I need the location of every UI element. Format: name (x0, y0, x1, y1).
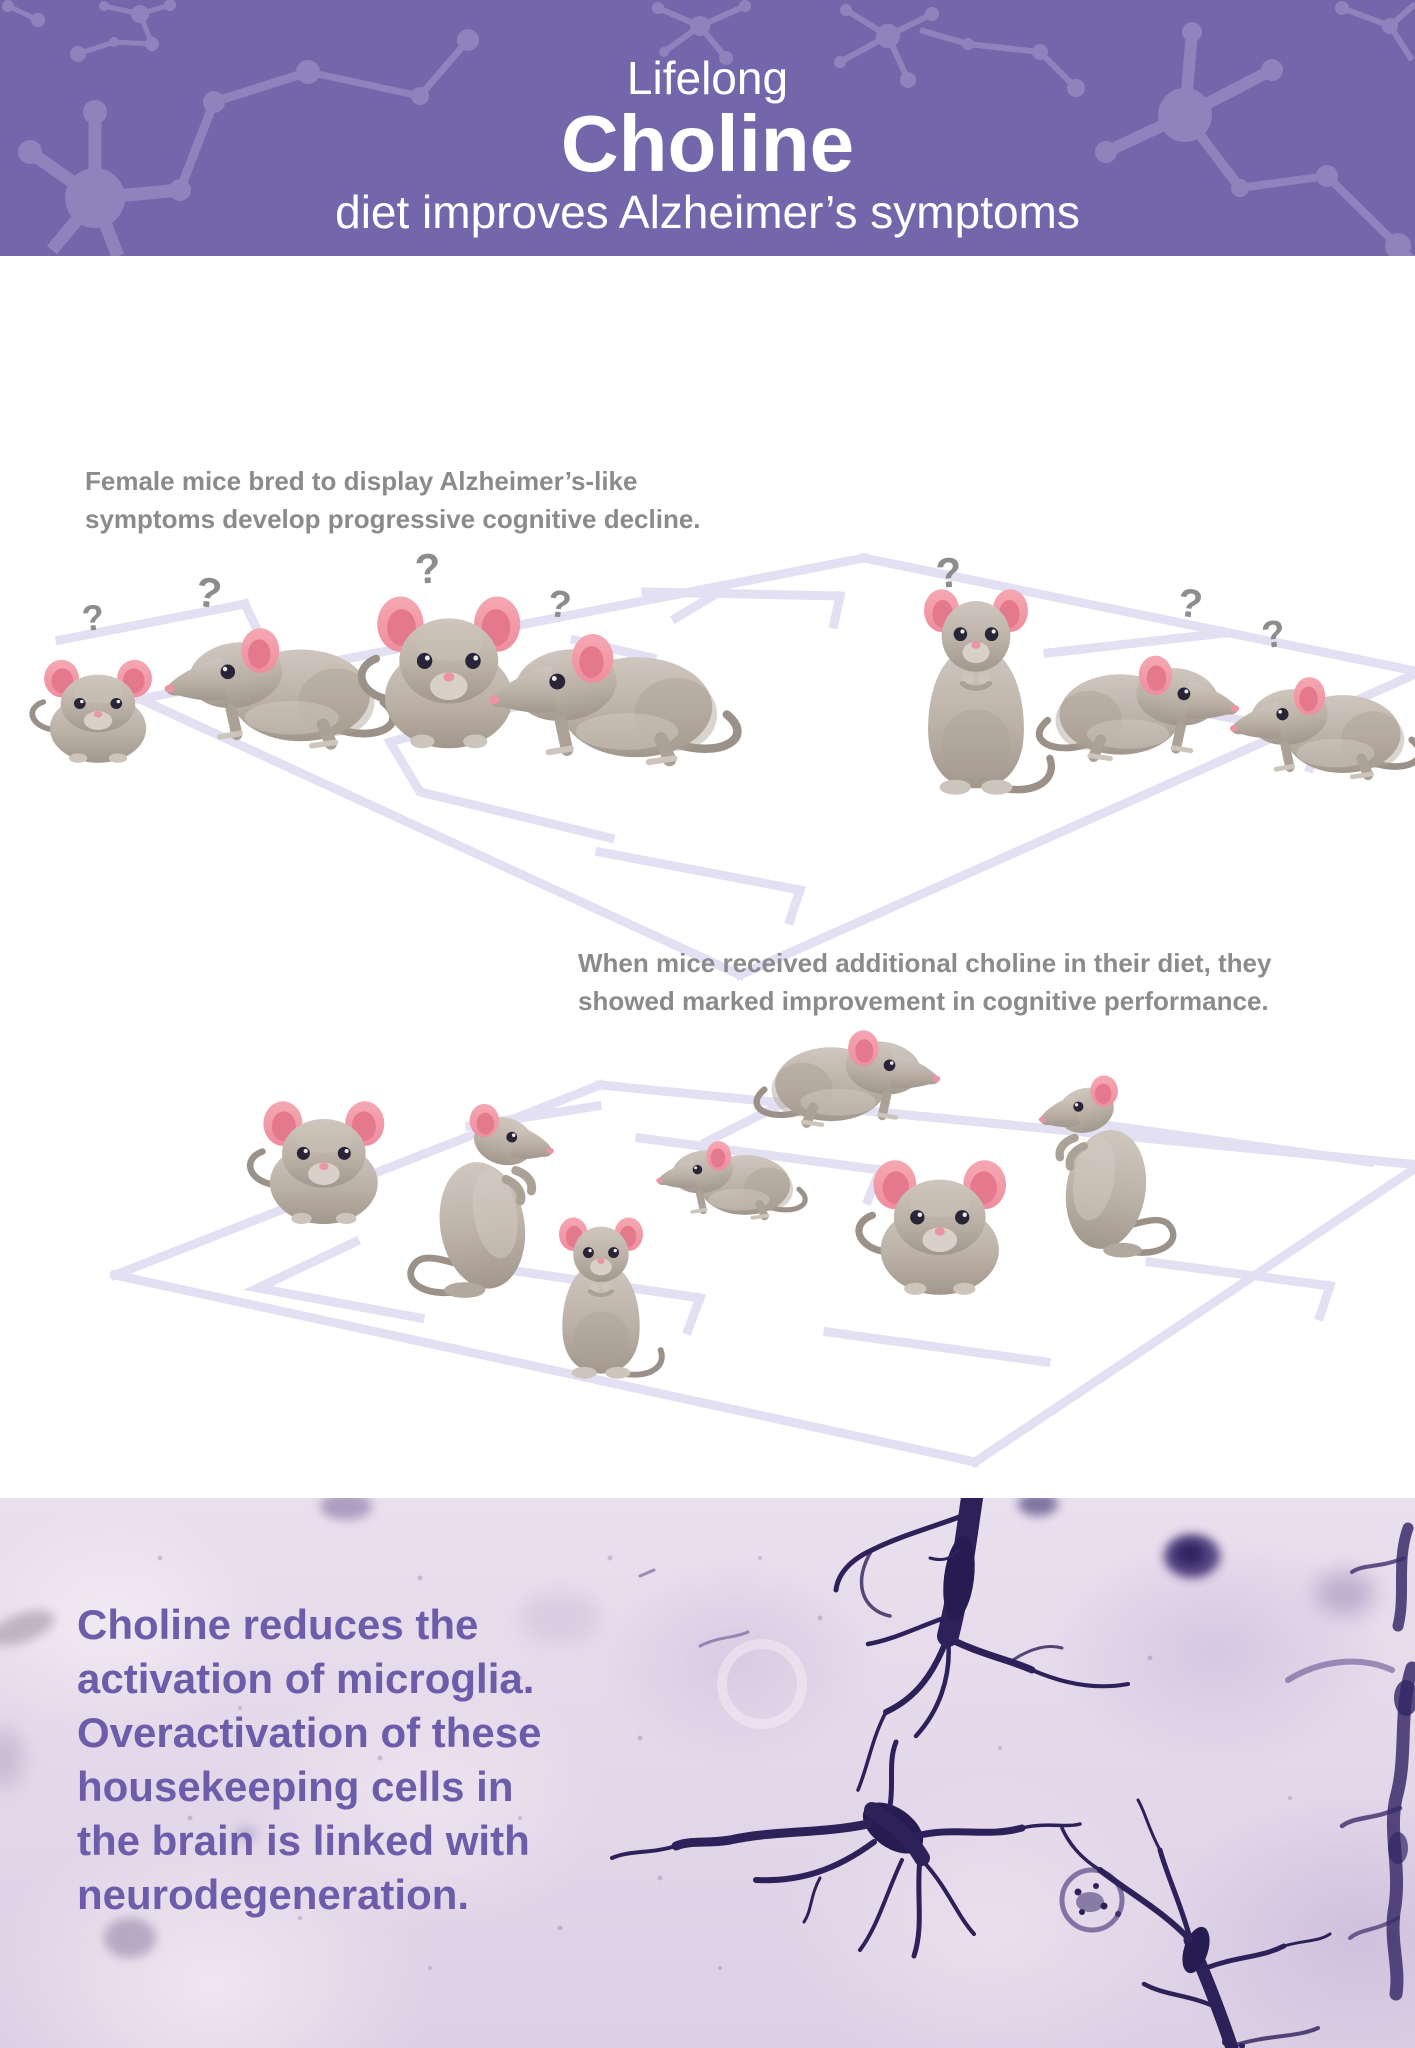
question-mark-icon: ? (1175, 580, 1206, 628)
question-mark-icon: ? (933, 547, 964, 598)
title-bottom: diet improves Alzheimer’s symptoms (335, 186, 1080, 239)
question-mark-icon: ? (413, 544, 443, 593)
molecule-icon (1095, 22, 1415, 256)
molecule-icon (2, 0, 45, 27)
maze-scenes-illustration (0, 552, 1415, 1469)
page-title: Choline (560, 99, 855, 189)
caption-line: housekeeping cells in (77, 1763, 514, 1810)
caption-line: the brain is linked with (77, 1817, 530, 1864)
caption-line: Choline reduces the (77, 1601, 479, 1648)
header-title-block: Lifelong Choline diet improves Alzheimer… (0, 0, 1415, 256)
microglia-cell (1339, 1522, 1415, 2001)
microglia-cell (1060, 1798, 1332, 2048)
caption-untreated: Female mice bred to display Alzheimer’s-… (85, 462, 805, 538)
mouse-illustration (1230, 677, 1415, 777)
molecule-icon (18, 29, 479, 256)
molecule-icon (70, 0, 176, 62)
molecule-icon (919, 27, 1085, 97)
mouse-illustration (488, 634, 737, 762)
stain-fragments (638, 1568, 1395, 1683)
caption-line: When mice received additional choline in… (578, 948, 1272, 978)
tissue-blobs (0, 1498, 1375, 1958)
header-banner: Lifelong Choline diet improves Alzheimer… (0, 0, 1415, 256)
mouse-illustration (1039, 1075, 1173, 1257)
mouse-illustration (859, 1160, 1006, 1295)
mice-group-treated (250, 1030, 1173, 1378)
tissue-speckles (157, 1555, 1292, 1970)
molecule-pattern (2, 0, 1415, 256)
molecule-icon (834, 4, 939, 88)
tissue-highlight-ring (717, 1639, 807, 1729)
mouse-illustration (757, 1030, 941, 1125)
caption-line: Female mice bred to display Alzheimer’s-… (85, 466, 638, 496)
mouse-illustration (411, 1104, 554, 1298)
caption-treated: When mice received additional choline in… (578, 944, 1358, 1020)
mouse-illustration (32, 660, 152, 763)
caption-line: symptoms develop progressive cognitive d… (85, 504, 701, 534)
caption-line: Overactivation of these (77, 1709, 542, 1756)
title-top: Lifelong (626, 52, 789, 104)
caption-line: neurodegeneration. (77, 1871, 470, 1918)
microglia-cell (833, 1498, 1130, 1792)
microglia-cell (610, 1739, 1082, 1959)
caption-microglia: Choline reduces the activation of microg… (77, 1598, 637, 1922)
maze-illustration (54, 552, 1415, 981)
molecule-icon (1335, 1, 1415, 62)
mouse-illustration (559, 1217, 662, 1378)
microglia-photo (0, 1498, 1415, 2048)
mouse-illustration (1039, 656, 1239, 759)
question-mark-icon: ? (79, 595, 107, 640)
stained-cell-ring (1059, 1867, 1127, 1933)
caption-line: activation of microglia. (77, 1655, 535, 1702)
caption-line: showed marked improvement in cognitive p… (578, 986, 1269, 1016)
molecule-icon (652, 0, 751, 65)
mouse-illustration (250, 1101, 384, 1224)
microglia-stain-overlay (0, 1498, 1415, 2048)
question-mark-icon: ? (545, 582, 574, 628)
mouse-illustration (924, 589, 1051, 794)
